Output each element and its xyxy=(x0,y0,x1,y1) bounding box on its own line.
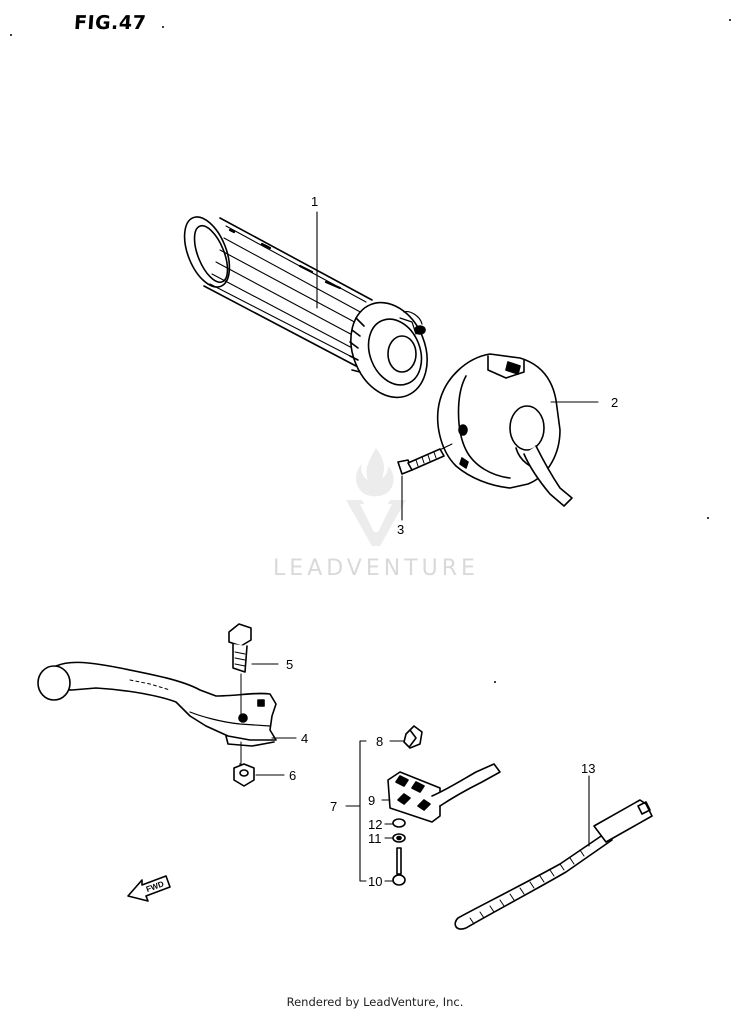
fwd-arrow: FWD xyxy=(127,875,171,902)
callout-1: 1 xyxy=(311,194,319,209)
scan-specks xyxy=(10,19,731,765)
callout-12: 12 xyxy=(368,817,383,832)
switch-housing-part xyxy=(436,353,573,507)
callout-13: 13 xyxy=(581,761,596,776)
washer-part xyxy=(392,818,406,828)
callout-6: 6 xyxy=(289,768,297,783)
screw-part xyxy=(397,443,453,475)
nut-part xyxy=(233,741,255,787)
footer-credit: Rendered by LeadVenture, Inc. xyxy=(286,995,464,1009)
callout-7: 7 xyxy=(330,799,338,814)
grip-part xyxy=(183,216,428,399)
leadventure-logo-watermark xyxy=(346,448,406,546)
cable-tie-part xyxy=(454,799,653,930)
callout-4: 4 xyxy=(301,731,309,746)
watermark-text: LEADVENTURE xyxy=(273,556,479,581)
callout-2: 2 xyxy=(611,395,619,410)
switch-part xyxy=(387,763,501,823)
brake-lever-part xyxy=(37,661,277,747)
callout-3: 3 xyxy=(397,522,405,537)
lock-washer-part xyxy=(392,833,406,843)
callout-5: 5 xyxy=(286,657,294,672)
callout-10: 10 xyxy=(368,874,383,889)
callout-11: 11 xyxy=(368,831,382,846)
callout-9: 9 xyxy=(368,793,376,808)
pivot-bolt-part xyxy=(228,623,252,717)
clip-part xyxy=(403,725,423,749)
switch-screw-part xyxy=(392,847,406,886)
leader-lines xyxy=(251,211,599,882)
callout-8: 8 xyxy=(376,734,384,749)
